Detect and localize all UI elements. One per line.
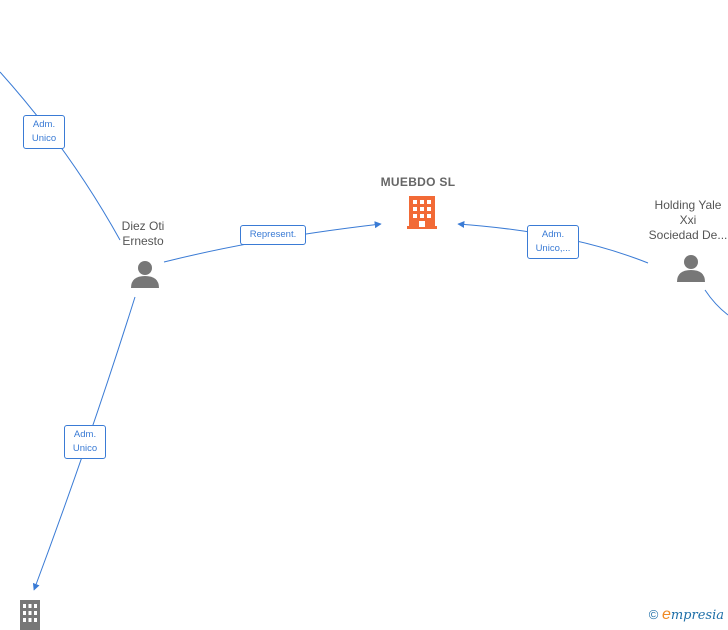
- edge-label-line: Adm.: [73, 429, 97, 440]
- edge-label-line: Unico,...: [535, 243, 571, 254]
- person-name-line: Holding Yale: [654, 198, 722, 212]
- edge-label-line: Adm.: [541, 229, 565, 240]
- person-name-line: Xxi: [679, 213, 697, 227]
- edge-label-holding-main[interactable]: Adm. Unico,...: [527, 225, 579, 259]
- brand-footer: © empresia: [649, 606, 724, 624]
- edge-label-line: Represent.: [249, 229, 297, 240]
- edge-label-top-left[interactable]: Adm. Unico: [23, 115, 65, 149]
- person-icon[interactable]: [131, 261, 159, 288]
- main-company-name[interactable]: MUEBDO SL: [380, 175, 456, 189]
- brand-logo-text: mpresia: [670, 608, 724, 623]
- person-icon[interactable]: [677, 255, 705, 282]
- edge-label-line: Unico: [72, 443, 98, 454]
- person-name-line: Ernesto: [122, 234, 164, 248]
- edge-label-line: Unico: [31, 133, 57, 144]
- building-icon[interactable]: [407, 196, 437, 229]
- edge-top-left-to-diez: [0, 71, 121, 241]
- edge-label-diez-bottom[interactable]: Adm. Unico: [64, 425, 106, 459]
- edge-holding-offscreen: [704, 289, 728, 316]
- person-name-line: Sociedad De...: [648, 228, 728, 242]
- copyright-symbol: ©: [648, 607, 659, 622]
- edge-label-line: Adm.: [32, 119, 56, 130]
- brand-logo-letter: e: [661, 606, 671, 623]
- person-name-line: Diez Oti: [121, 219, 165, 233]
- building-icon[interactable]: [20, 600, 40, 630]
- person-name-holding[interactable]: Holding Yale Xxi Sociedad De...: [640, 198, 728, 243]
- person-name-diez[interactable]: Diez Oti Ernesto: [102, 219, 184, 249]
- edge-label-represent[interactable]: Represent.: [240, 225, 306, 245]
